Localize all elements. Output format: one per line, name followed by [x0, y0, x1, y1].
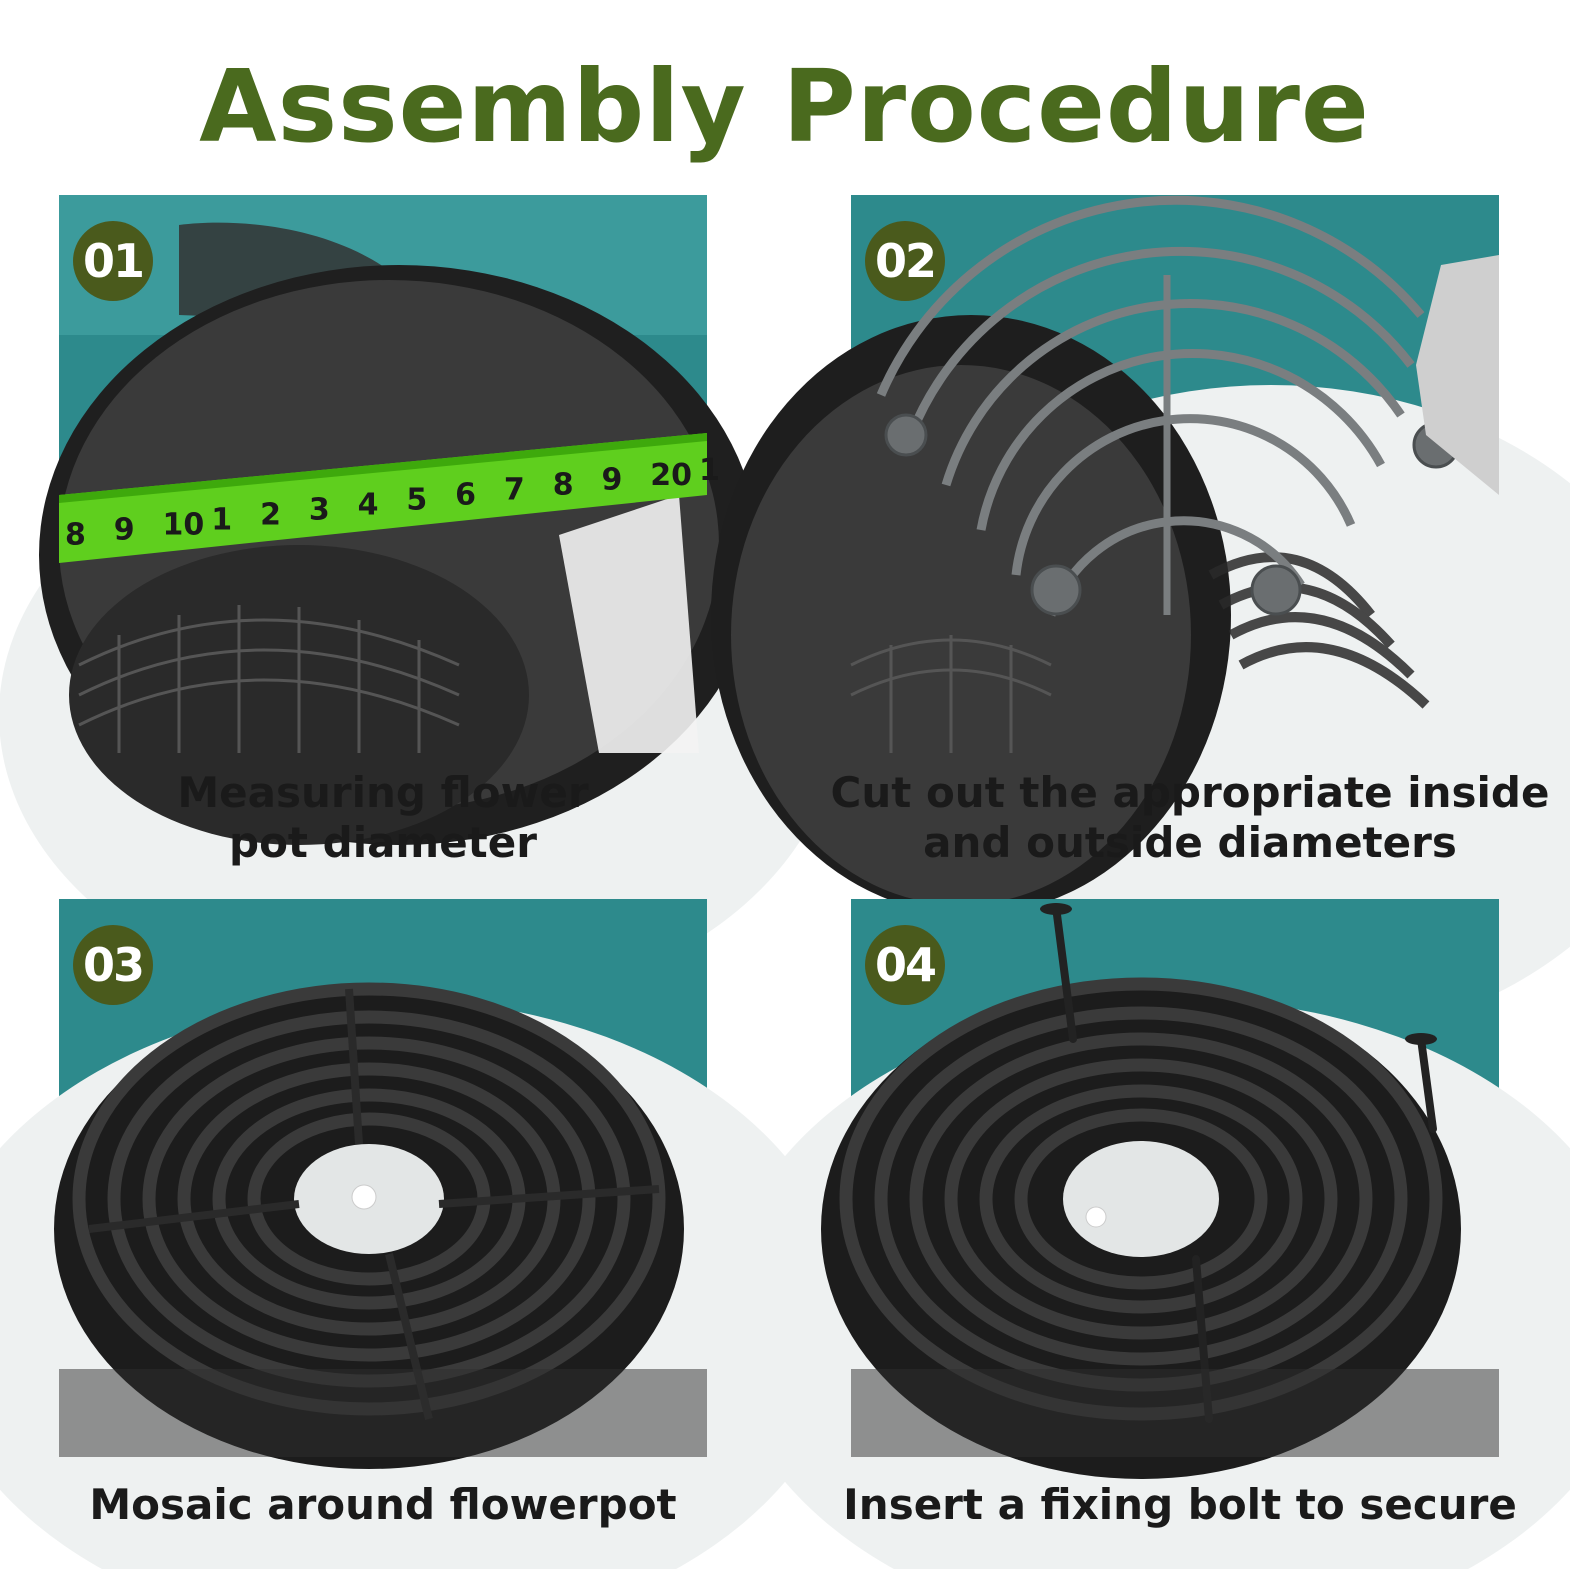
tape-number: 10 — [163, 507, 205, 542]
caption-line: and outside diameters — [923, 818, 1457, 867]
step-3-photo: 03 — [0, 899, 849, 1569]
tape-number: 9 — [114, 512, 135, 547]
tape-number: 1 — [699, 453, 720, 488]
cutting-ring-illustration — [711, 195, 1570, 1045]
assembled-mosaic-illustration — [0, 899, 849, 1569]
page-title: Assembly Procedure — [199, 48, 1370, 165]
tape-number: 8 — [65, 517, 86, 552]
step-2-photo: 02 — [711, 195, 1570, 1045]
tape-number: 20 — [650, 458, 692, 493]
step-4-caption: Insert a fixing bolt to secure — [800, 1480, 1560, 1530]
fixing-bolt-illustration — [721, 899, 1570, 1569]
caption-line: pot diameter — [229, 818, 537, 867]
tape-number: 4 — [358, 488, 379, 523]
caption-line: Insert a fixing bolt to secure — [843, 1480, 1517, 1529]
tape-number: 9 — [601, 463, 622, 498]
step-number-badge: 02 — [865, 221, 945, 301]
tape-number: 5 — [406, 483, 427, 518]
step-4-photo: 04 — [721, 899, 1570, 1569]
step-1-caption: Measuring flower pot diameter — [3, 768, 763, 868]
tape-number: 8 — [553, 468, 574, 503]
step-number-badge: 04 — [865, 925, 945, 1005]
caption-line: Measuring flower — [177, 768, 589, 817]
tape-number: 7 — [504, 473, 525, 508]
step-3-caption: Mosaic around flowerpot — [3, 1480, 763, 1530]
step-number-badge: 03 — [73, 925, 153, 1005]
tape-number: 3 — [309, 493, 330, 528]
tape-number: 2 — [260, 498, 281, 533]
tape-number: 1 — [211, 502, 232, 537]
tape-number: 6 — [455, 478, 476, 513]
caption-line: Mosaic around flowerpot — [89, 1480, 677, 1529]
step-2-caption: Cut out the appropriate inside and outsi… — [810, 768, 1570, 868]
caption-line: Cut out the appropriate inside — [830, 768, 1550, 817]
step-number-badge: 01 — [73, 221, 153, 301]
